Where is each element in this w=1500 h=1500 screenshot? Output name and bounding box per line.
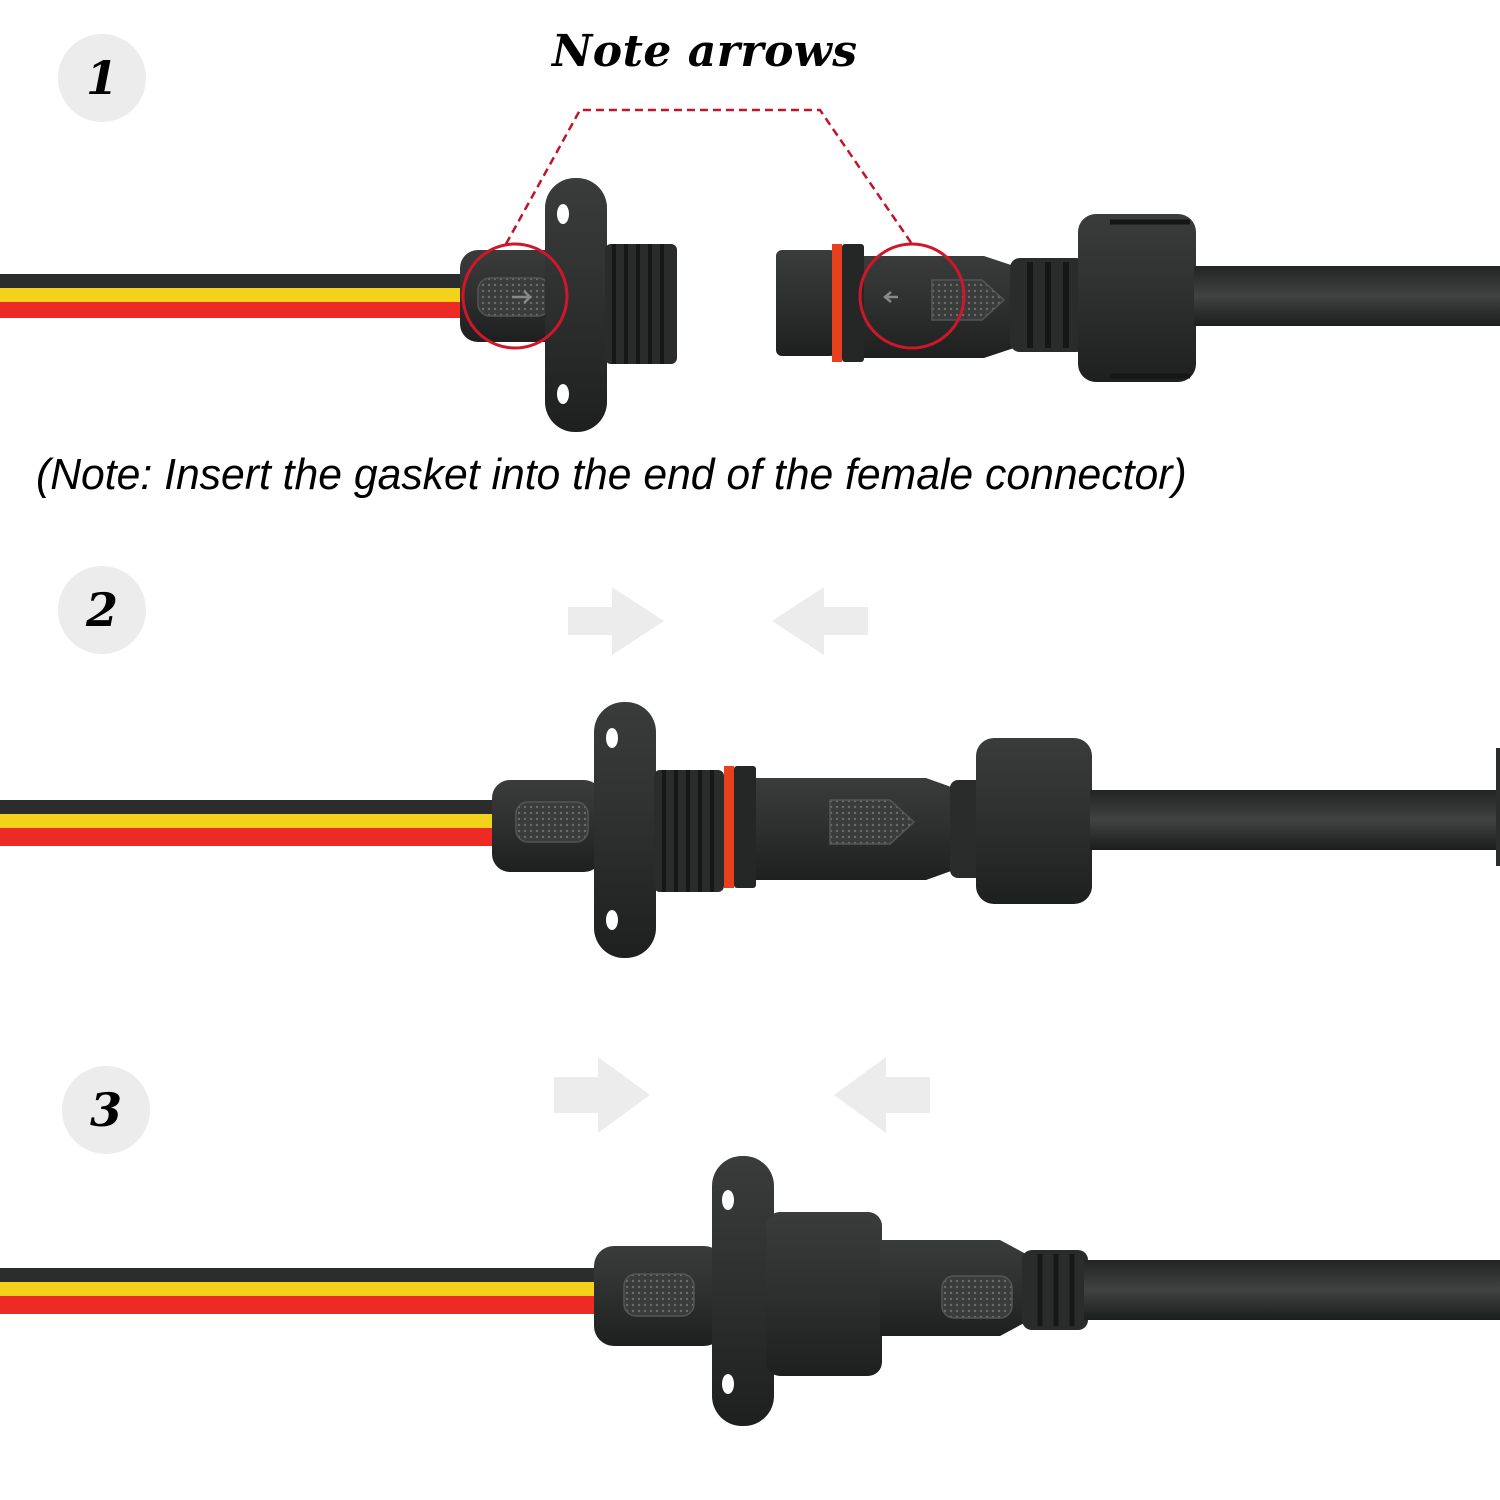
step-1-male-connector <box>460 178 677 432</box>
step-3-badge: 3 <box>62 1066 150 1154</box>
right-highlight-circle <box>858 242 966 350</box>
step-2-illustration <box>0 702 1500 958</box>
step-1-female-connector <box>776 214 1500 382</box>
left-highlight-circle <box>461 242 569 350</box>
step-2-number: 2 <box>85 583 118 637</box>
step-2-badge: 2 <box>58 566 146 654</box>
step-3-push-arrows <box>554 1057 930 1133</box>
step-1-illustration <box>0 108 1500 432</box>
step-1-badge: 1 <box>58 34 146 122</box>
note-arrows-title: Note arrows <box>552 26 858 77</box>
arrow-left-icon <box>834 1057 930 1133</box>
arrow-right-icon <box>568 587 664 655</box>
step-2-push-arrows <box>568 587 868 655</box>
step-1-number: 1 <box>85 51 118 105</box>
step-3-illustration <box>0 1156 1500 1426</box>
arrow-left-icon <box>772 587 868 655</box>
step-1-wires <box>0 274 470 318</box>
gasket-note: (Note: Insert the gasket into the end of… <box>36 450 1187 499</box>
arrow-right-icon <box>554 1057 650 1133</box>
note-arrows-dashed-line <box>504 108 914 245</box>
step-3-number: 3 <box>89 1083 122 1137</box>
